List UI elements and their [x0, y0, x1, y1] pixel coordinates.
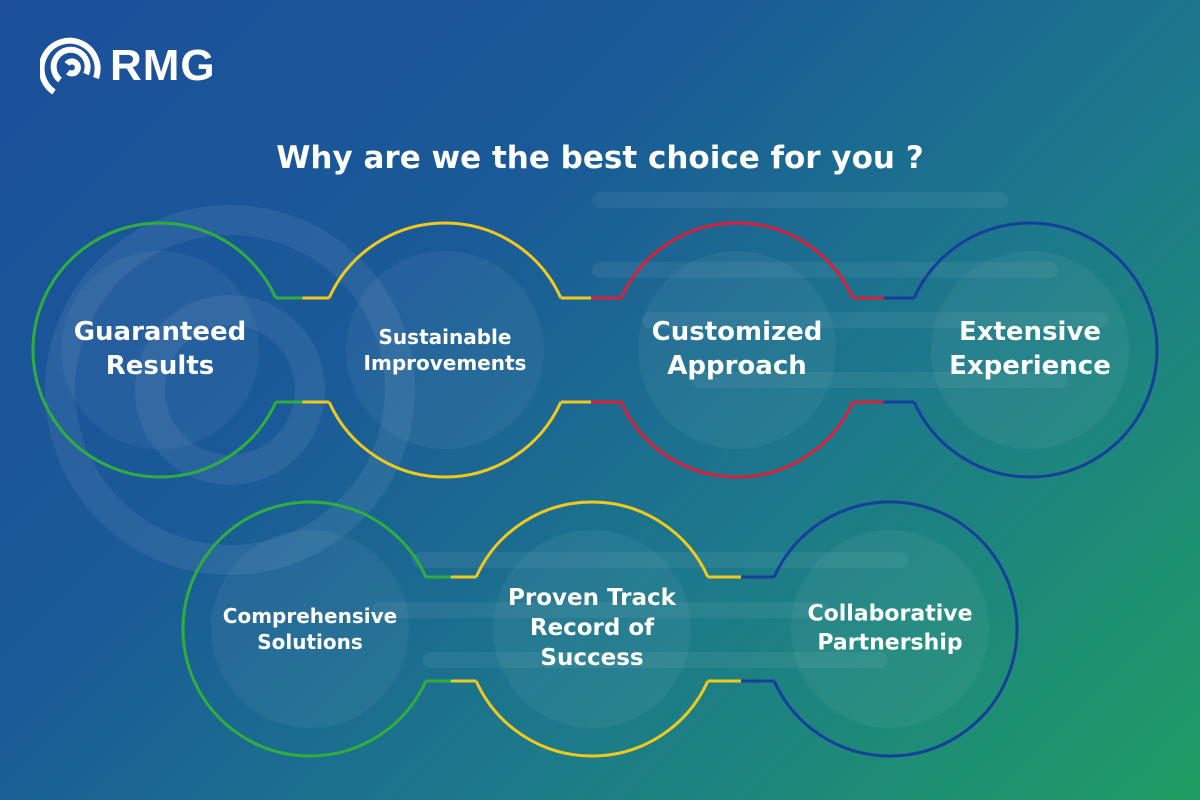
circle-label: Customized Approach — [651, 317, 823, 381]
circle-label: Extensive Experience — [949, 317, 1111, 381]
circle-inner-disk — [346, 251, 544, 449]
circle-arc-bottom — [912, 401, 1148, 479]
circle-label: Sustainable Improvements — [363, 325, 527, 375]
circle-inner-disk — [931, 251, 1129, 449]
circle-arc-top — [912, 221, 1159, 403]
circle-arc-bottom — [192, 680, 428, 758]
circle-inner-disk — [791, 530, 989, 728]
circle-inner-disk — [638, 251, 836, 449]
circle-arc-top — [31, 221, 278, 403]
circle-arc-top — [181, 500, 428, 682]
circle-arc-bottom — [474, 680, 710, 758]
circle-label: Collaborative Partnership — [807, 601, 973, 655]
circle-arc-top — [619, 221, 855, 299]
circle-label: Proven Track Record of Success — [508, 585, 676, 671]
logo-icon — [40, 37, 101, 95]
circle-inner-disk — [493, 530, 691, 728]
circle-inner-disk — [61, 251, 259, 449]
page-title: Why are we the best choice for you ? — [276, 140, 924, 176]
circle-label: Guaranteed Results — [73, 317, 247, 381]
circle-label: Comprehensive Solutions — [222, 604, 398, 654]
circle-arc-bottom — [42, 401, 278, 479]
circle-arc-top — [474, 500, 710, 578]
circle-arc-bottom — [327, 401, 563, 479]
circle-arc-top — [772, 500, 1019, 682]
circle-arc-bottom — [619, 401, 855, 479]
circle-arc-bottom — [772, 680, 1008, 758]
circle-arc-top — [327, 221, 563, 299]
logo-text: RMG — [110, 41, 216, 90]
circle-inner-disk — [211, 530, 409, 728]
rmg-logo: RMG — [40, 34, 216, 98]
